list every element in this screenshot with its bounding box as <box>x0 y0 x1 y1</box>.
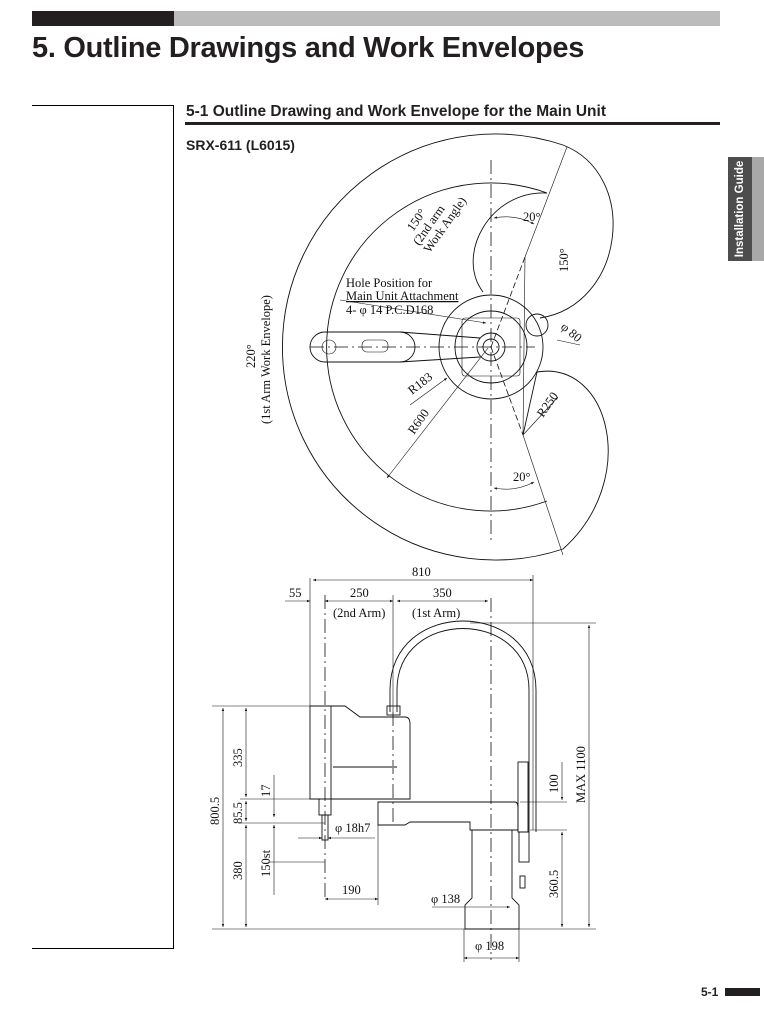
r600-label: R600 <box>405 406 432 436</box>
r183-label: R183 <box>405 370 435 398</box>
dim-350: 350 <box>433 586 452 600</box>
dim-100: 100 <box>547 774 561 793</box>
dim-190: 190 <box>342 883 361 897</box>
arm1-angle-label: 220° <box>244 344 258 368</box>
side-view: 810 55 250 350 (2nd Arm) (1st Arm) <box>208 565 596 962</box>
section-heading: 5-1 Outline Drawing and Work Envelope fo… <box>186 103 606 120</box>
plan-view: 20° 20° 150° 150° (2nd arm Work Angle) H… <box>244 133 614 561</box>
inner-envelope-arc <box>326 182 548 512</box>
lower-hook-inner <box>522 371 538 436</box>
page-number: 5-1 <box>701 985 719 999</box>
dim-380: 380 <box>231 861 245 880</box>
arm1-note: (1st Arm Work Envelope) <box>259 295 273 424</box>
phi80-circle <box>525 313 549 337</box>
upper-hook-inner <box>472 192 548 293</box>
hole-label-2: Main Unit Attachment <box>346 289 459 303</box>
arm2-label: (2nd Arm) <box>333 606 385 620</box>
page-title: 5. Outline Drawings and Work Envelopes <box>32 32 585 64</box>
outer-envelope-arc <box>282 133 564 561</box>
hole-label-3: 4- φ 14 P.C.D168 <box>346 303 433 317</box>
upper-hook-outer <box>539 144 614 319</box>
dim-800-5: 800.5 <box>208 797 222 825</box>
header-bar-grey <box>174 11 720 26</box>
lower-hook-outer <box>536 370 609 550</box>
dim-17: 17 <box>259 785 273 798</box>
arm2-body <box>309 705 411 800</box>
cable-duct <box>389 620 537 832</box>
model-name: SRX-611 (L6015) <box>186 137 295 153</box>
angle-top-label: 20° <box>523 210 541 224</box>
dim-55: 55 <box>289 586 302 600</box>
margin-box <box>32 105 174 949</box>
dim-250: 250 <box>350 586 369 600</box>
dim-phi18h7: φ 18h7 <box>335 821 370 835</box>
dim-phi198: φ 198 <box>475 939 504 953</box>
arm1-body <box>377 801 519 831</box>
dim-phi138: φ 138 <box>431 892 460 906</box>
side-tab[interactable]: Installation Guide <box>728 157 752 261</box>
angle-bottom-label: 20° <box>513 470 531 484</box>
dim-85-5: 85.5 <box>231 802 245 824</box>
header-bar-dark <box>32 11 174 26</box>
dim-335: 335 <box>231 748 245 767</box>
angle-right-label: 150° <box>557 248 571 272</box>
hole-label-1: Hole Position for <box>346 276 433 290</box>
page-number-bar <box>725 988 760 996</box>
dim-810: 810 <box>412 565 431 579</box>
side-tab-strip <box>752 157 764 261</box>
base-column <box>464 830 520 930</box>
shaft <box>321 814 329 841</box>
dim-360-5: 360.5 <box>547 870 561 898</box>
section-rule <box>185 122 720 125</box>
r250-label: R250 <box>534 389 561 419</box>
dim-150st: 150st <box>259 849 273 877</box>
arm1-label: (1st Arm) <box>412 606 460 620</box>
dim-max1100: MAX 1100 <box>574 746 588 803</box>
